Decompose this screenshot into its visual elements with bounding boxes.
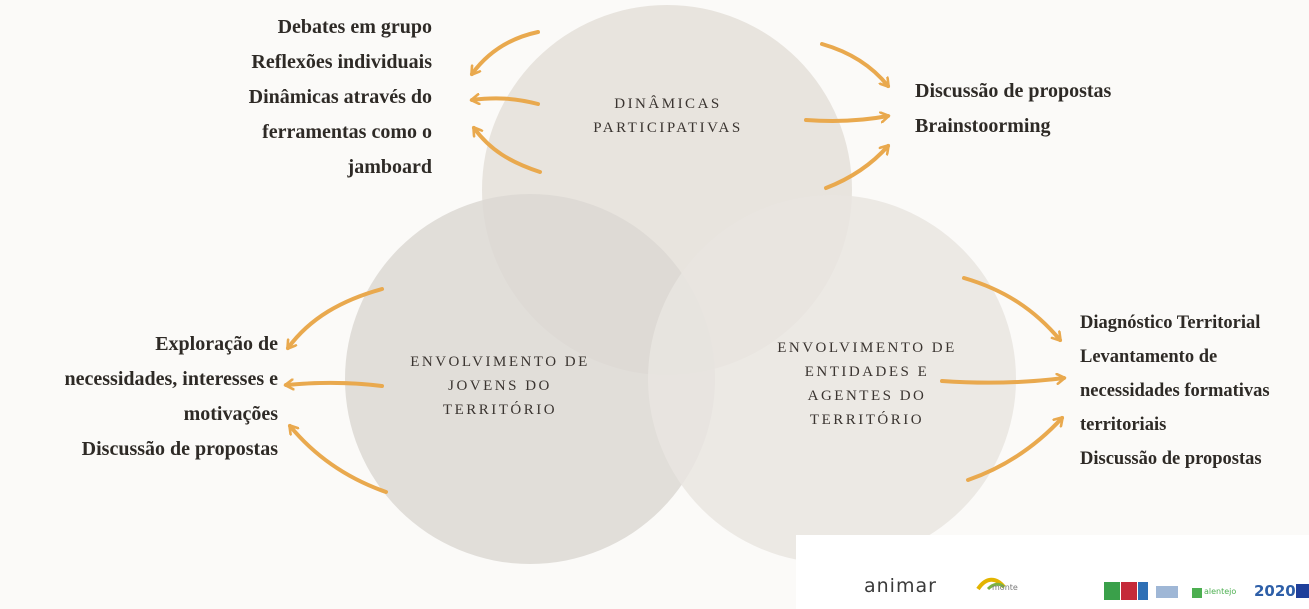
- ods-badge-icon: [1138, 582, 1148, 600]
- list-item: Brainstoorming: [915, 115, 1051, 137]
- list-item: Debates em grupo: [277, 16, 432, 38]
- list-item: motivações: [183, 403, 278, 425]
- arrow-top-left-2: [472, 98, 540, 106]
- list-item: Diagnóstico Territorial: [1080, 313, 1261, 333]
- label-jovens: ENVOLVIMENTO DE JOVENS DO TERRITÓRIO: [410, 354, 590, 418]
- eu-program-icon: [1156, 586, 1178, 598]
- list-item: necessidades formativas: [1080, 381, 1270, 401]
- arrow-top-left-1: [470, 30, 540, 74]
- monte-logo: monte: [974, 573, 1034, 595]
- monte-logo-mark-icon: [976, 577, 1006, 591]
- arrow-right-2: [940, 378, 1064, 383]
- arrow-top-right-3: [824, 146, 890, 190]
- list-item: Discussão de propostas: [1080, 449, 1262, 469]
- portugal-2020-logo: 2020: [1254, 582, 1296, 600]
- alentejo-logo: alentejo: [1192, 584, 1236, 600]
- list-item: Discussão de propostas: [81, 438, 278, 460]
- list-item: ferramentas como o: [262, 121, 432, 143]
- circle-entidades: [648, 195, 1016, 563]
- list-item: Levantamento de: [1080, 347, 1218, 367]
- funding-logos-strip: alentejo 2020: [1104, 582, 1309, 602]
- list-entidades: Diagnóstico Territorial Levantamento de …: [1080, 306, 1308, 476]
- label-dinamicas: DINÂMICAS PARTICIPATIVAS: [593, 96, 743, 136]
- ods-badge-icon: [1121, 582, 1137, 600]
- circle-jovens: [345, 194, 715, 564]
- arrow-left-3: [288, 426, 388, 494]
- arrow-top-right-2: [804, 116, 888, 121]
- arrow-top-left-3: [472, 128, 542, 174]
- list-item: Reflexões individuais: [251, 51, 432, 73]
- list-item: Exploração de: [155, 333, 278, 355]
- eu-flag-icon: [1296, 584, 1309, 598]
- list-item: jamboard: [347, 156, 432, 178]
- footer-logos: animar monte alentejo 2020: [796, 535, 1309, 609]
- list-dinamicas-right: Discussão de propostas Brainstoorming: [915, 74, 1205, 144]
- list-item: Discussão de propostas: [915, 80, 1112, 102]
- list-dinamicas-left: Debates em grupo Reflexões individuais D…: [180, 10, 432, 185]
- label-entidades: ENVOLVIMENTO DE ENTIDADES E AGENTES DO T…: [777, 340, 957, 428]
- list-item: territoriais: [1080, 415, 1167, 435]
- arrow-top-right-1: [820, 42, 890, 86]
- arrow-right-1: [962, 276, 1062, 340]
- arrow-left-2: [286, 383, 384, 386]
- animar-logo: animar: [864, 575, 937, 597]
- list-item: necessidades, interesses e: [64, 368, 279, 390]
- ods-badge-icon: [1104, 582, 1120, 600]
- arrow-right-3: [966, 418, 1064, 482]
- arrow-left-1: [286, 287, 384, 348]
- list-item: Dinâmicas através do: [248, 86, 432, 108]
- list-jovens: Exploração de necessidades, interesses e…: [4, 327, 279, 467]
